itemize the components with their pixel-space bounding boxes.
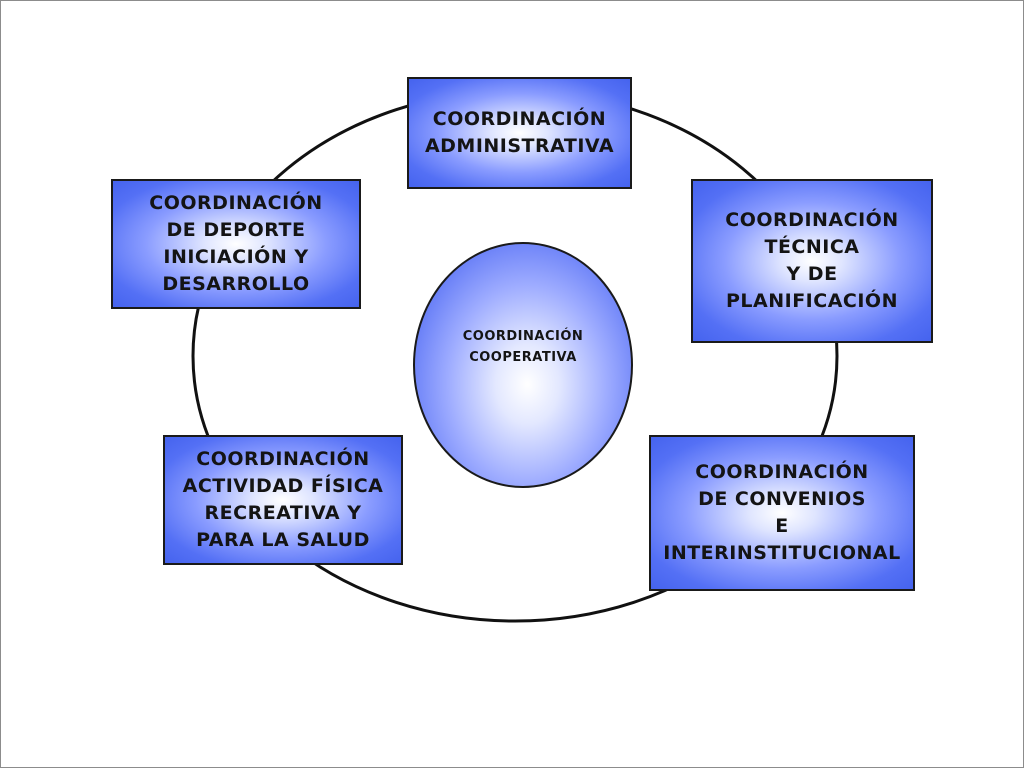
center-node-label: Coordinación Cooperativa [462, 329, 584, 365]
node-actividad-fisica: Coordinación Actividad Física Recreativa… [163, 435, 403, 565]
node-convenios-interinstitucional: Coordinación de Convenios e Interinstitu… [649, 435, 915, 591]
center-node-cooperativa: Coordinación Cooperativa [413, 242, 633, 488]
node-administrativa-label: Coordinación Administrativa [424, 108, 615, 157]
node-convenios-interinstitucional-label: Coordinación de Convenios e Interinstitu… [663, 461, 901, 564]
node-deporte-iniciacion-label: Coordinación de Deporte Iniciación y Des… [149, 192, 323, 295]
node-deporte-iniciacion: Coordinación de Deporte Iniciación y Des… [111, 179, 361, 309]
node-administrativa: Coordinación Administrativa [407, 77, 632, 189]
node-tecnica-planificacion: Coordinación Técnica Y de Planificación [691, 179, 933, 343]
node-actividad-fisica-label: Coordinación Actividad Física Recreativa… [182, 448, 384, 551]
node-tecnica-planificacion-label: Coordinación Técnica Y de Planificación [725, 209, 899, 312]
